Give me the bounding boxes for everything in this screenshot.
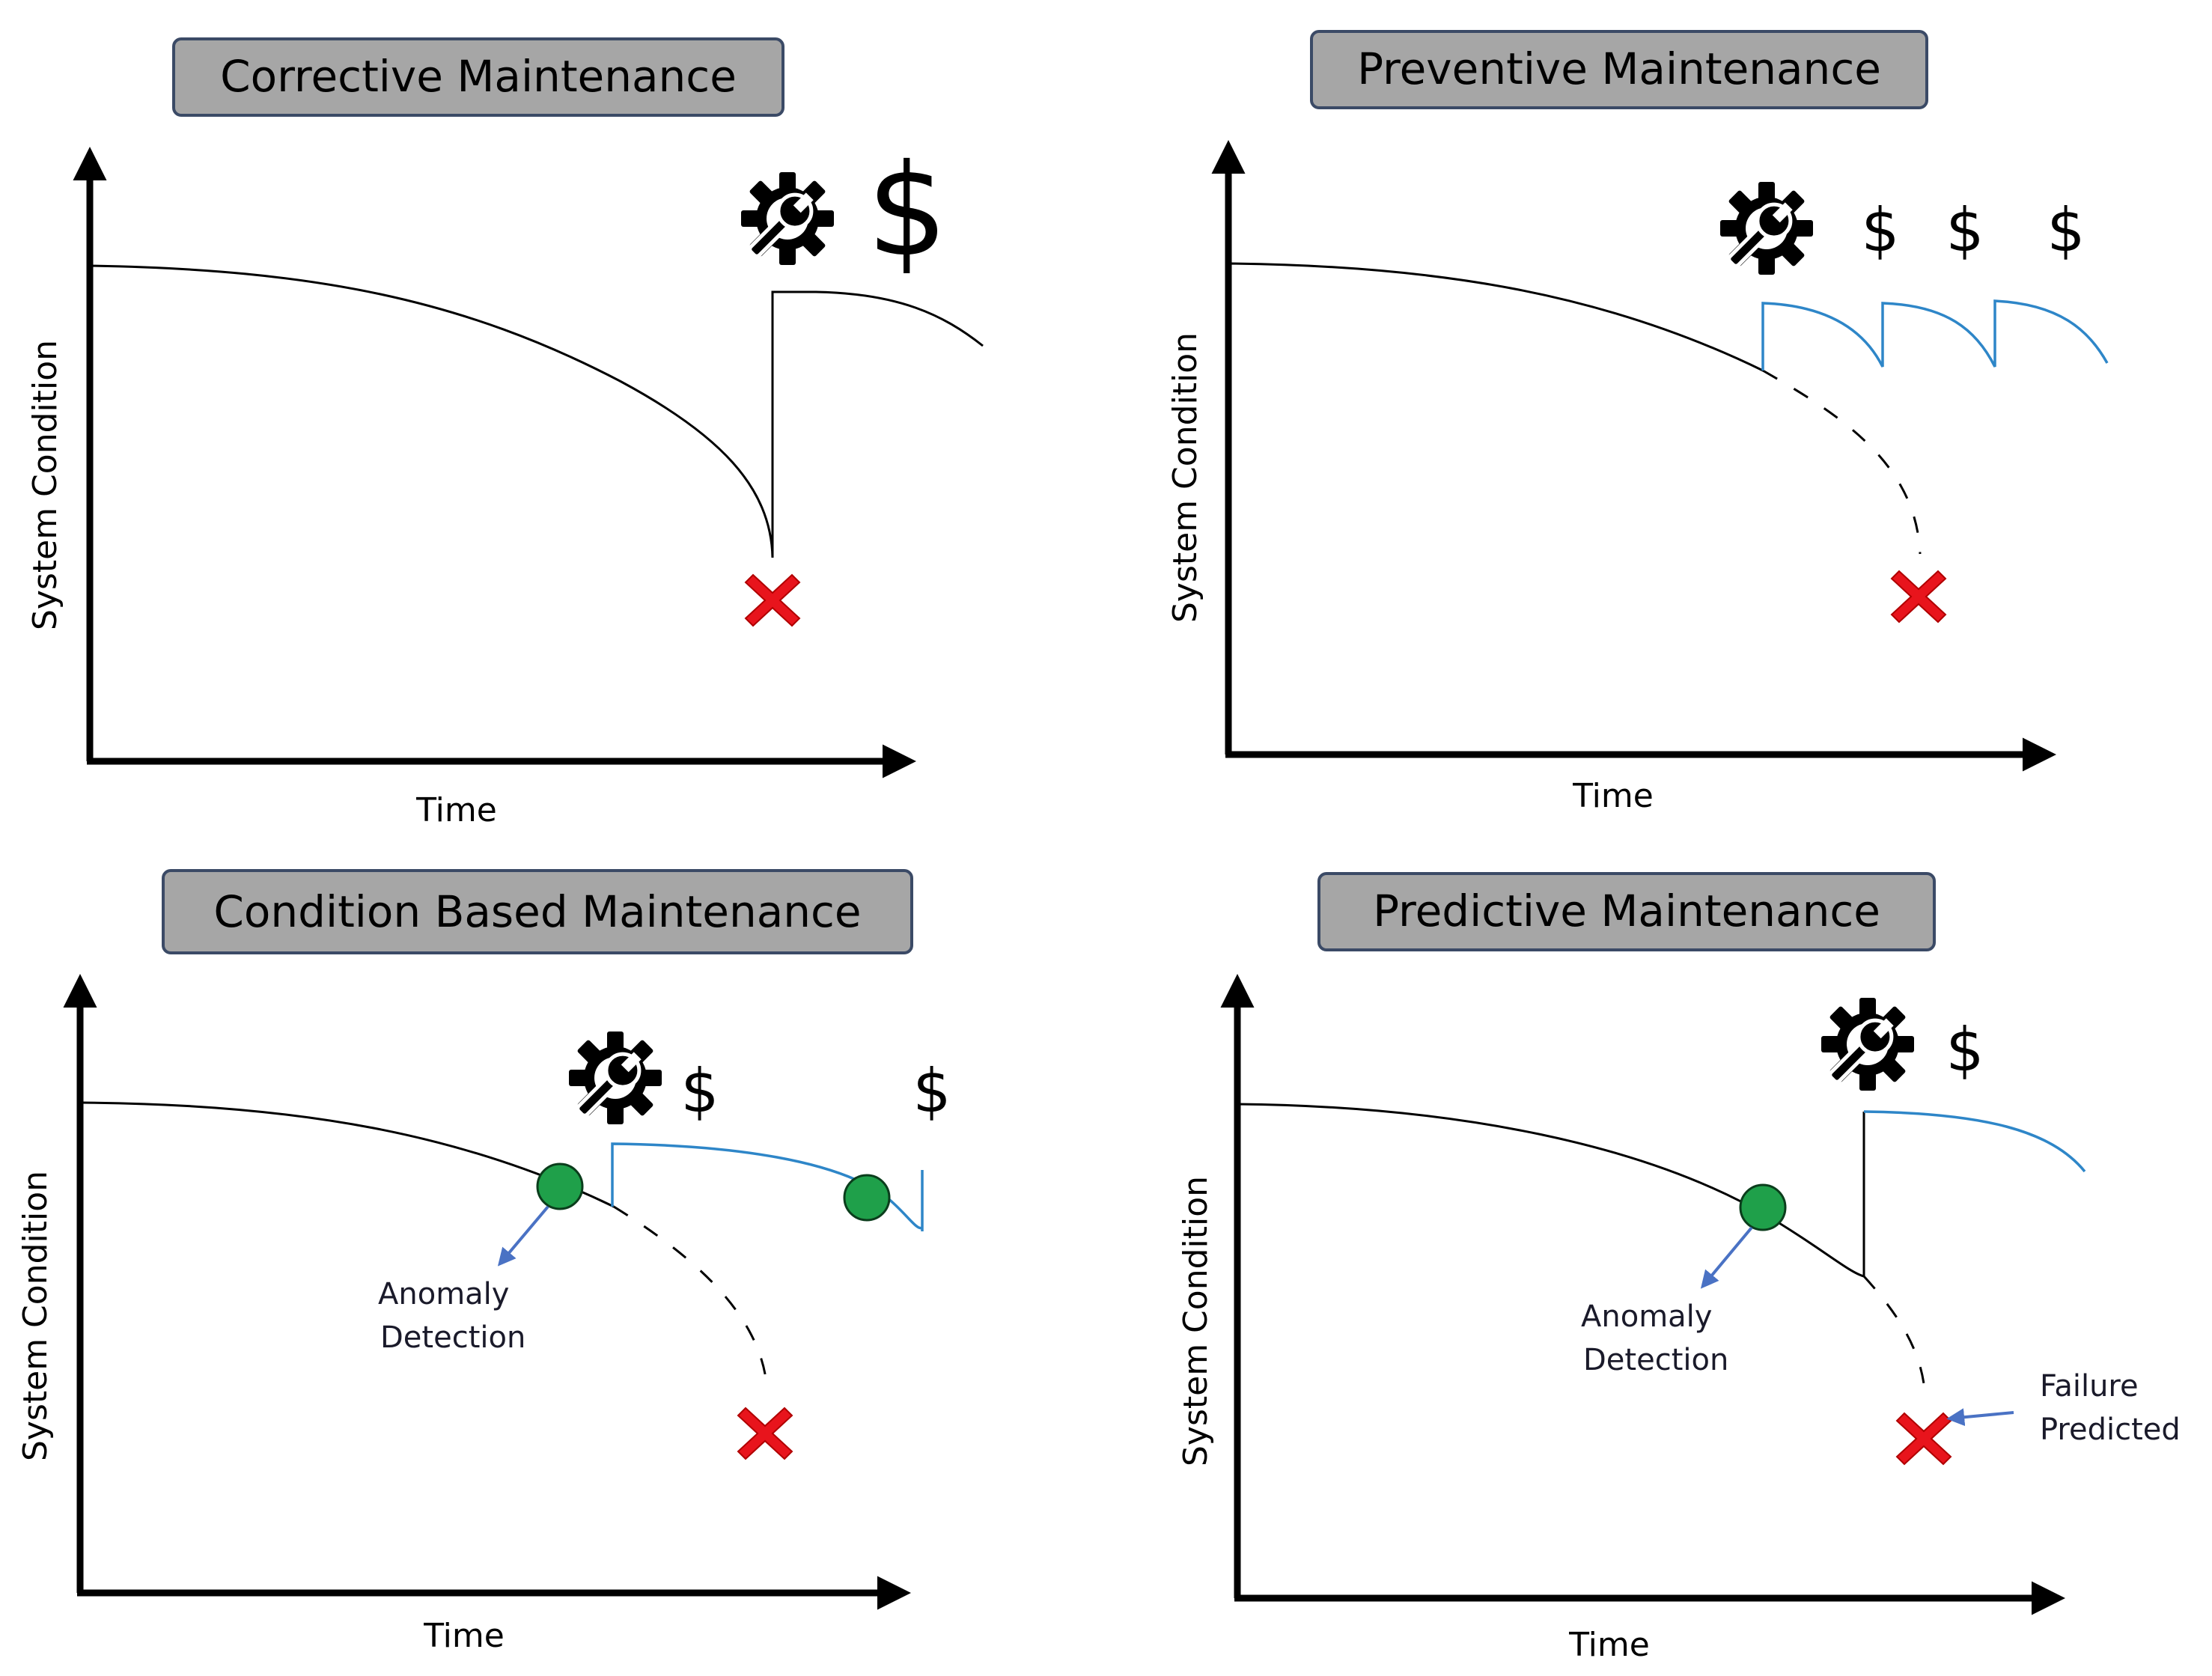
- panel-corrective: Corrective Maintenance Time System Condi…: [26, 37, 984, 829]
- maintained-curve: [1761, 299, 2109, 371]
- projected-failure-path: [1862, 1275, 1927, 1401]
- title-box: [1310, 30, 1928, 109]
- panel-condition-based: Condition Based Maintenance Time System …: [16, 869, 951, 1655]
- failure-note-line-1: Failure: [2040, 1369, 2139, 1404]
- panel-title: Predictive Maintenance: [1373, 886, 1880, 936]
- failure-x-icon: [745, 574, 800, 627]
- degradation-curve: [79, 1101, 615, 1208]
- degradation-curve: [89, 264, 774, 558]
- y-axis-label: System Condition: [1177, 1176, 1215, 1466]
- maintained-curve: [1863, 1110, 2086, 1173]
- dollar-sign: $: [2047, 195, 2085, 265]
- maintained-curve: [611, 1142, 924, 1231]
- failure-x-icon: [1896, 1413, 1952, 1465]
- y-axis-label: System Condition: [26, 340, 64, 630]
- x-axis-label: Time: [1572, 777, 1654, 815]
- failure-x-icon: [1891, 570, 1946, 623]
- gear-wrench-icon: [741, 172, 834, 265]
- panel-title: Condition Based Maintenance: [213, 886, 861, 937]
- dollar-sign: $: [1946, 1015, 1984, 1085]
- anomaly-point-icon: [1739, 1183, 1787, 1231]
- dollar-sign: $: [1946, 195, 1984, 265]
- title-box: [162, 869, 913, 954]
- panel-title: Corrective Maintenance: [220, 51, 737, 102]
- annotation-line-2: Detection: [380, 1320, 525, 1355]
- failure-x-icon: [737, 1407, 793, 1460]
- dollar-sign: $: [913, 1056, 951, 1126]
- x-axis-label: Time: [423, 1617, 505, 1655]
- anomaly-point-icon: [843, 1174, 891, 1222]
- title-box: [1317, 872, 1936, 951]
- projected-failure-path: [613, 1205, 769, 1393]
- annotation-line-1: Anomaly: [378, 1277, 509, 1311]
- gear-wrench-icon: [569, 1031, 662, 1124]
- annotation-line-2: Detection: [1583, 1343, 1728, 1377]
- dollar-sign: $: [1862, 195, 1900, 265]
- y-axis-label: System Condition: [1166, 332, 1204, 623]
- repair-curve: [771, 290, 984, 558]
- failure-note-line-2: Predicted: [2040, 1413, 2181, 1447]
- degradation-curve: [1228, 262, 1764, 372]
- x-axis-label: Time: [1568, 1626, 1650, 1664]
- failure-predicted-arrow: [1946, 1408, 2014, 1427]
- x-axis-label: Time: [415, 791, 497, 829]
- title-box: [172, 37, 784, 117]
- panel-title: Preventive Maintenance: [1357, 43, 1881, 94]
- gear-wrench-icon: [1821, 998, 1914, 1091]
- anomaly-arrow: [497, 1205, 549, 1267]
- y-axis-label: System Condition: [16, 1171, 55, 1461]
- projected-failure-path: [1762, 369, 1922, 555]
- panel-preventive: Preventive Maintenance Time System Condi…: [1166, 30, 2109, 815]
- anomaly-point-icon: [536, 1162, 584, 1210]
- dollar-sign: $: [867, 137, 948, 285]
- gear-wrench-icon: [1720, 182, 1813, 275]
- annotation-line-1: Anomaly: [1581, 1299, 1712, 1334]
- degradation-curve: [1237, 1103, 1865, 1278]
- anomaly-arrow: [1700, 1226, 1753, 1289]
- panel-predictive: Predictive Maintenance Time System Condi…: [1177, 872, 2181, 1664]
- dollar-sign: $: [681, 1056, 719, 1126]
